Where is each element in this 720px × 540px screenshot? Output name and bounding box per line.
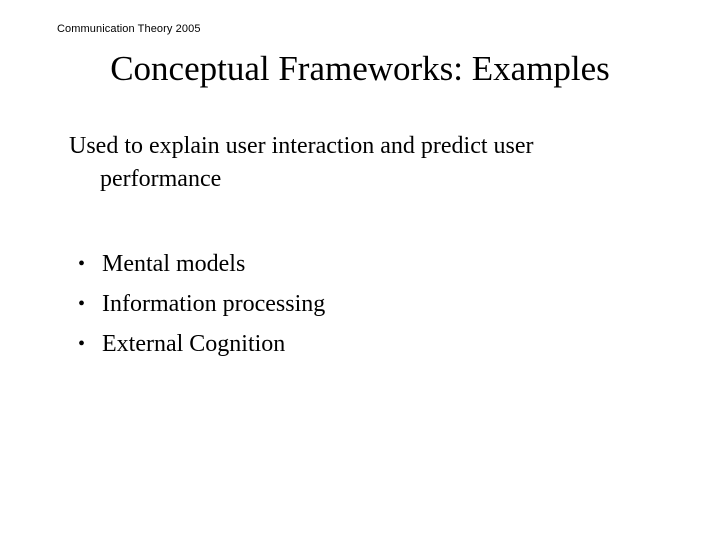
list-item: • Mental models — [69, 244, 644, 284]
list-item-label: Mental models — [102, 251, 246, 277]
slide-running-header: Communication Theory 2005 — [57, 23, 201, 35]
list-item: • Information processing — [69, 284, 644, 324]
bullet-point-icon: • — [78, 333, 86, 355]
bullet-list: • Mental models • Information processing… — [69, 244, 644, 364]
list-item: • External Cognition — [69, 324, 644, 364]
slide-body: Used to explain user interaction and pre… — [69, 130, 644, 364]
bullet-point-icon: • — [78, 293, 86, 315]
slide-title: Conceptual Frameworks: Examples — [110, 49, 610, 88]
body-paragraph: Used to explain user interaction and pre… — [69, 133, 534, 192]
list-item-label: External Cognition — [102, 331, 286, 357]
bullet-point-icon: • — [78, 253, 86, 275]
list-item-label: Information processing — [102, 291, 326, 317]
